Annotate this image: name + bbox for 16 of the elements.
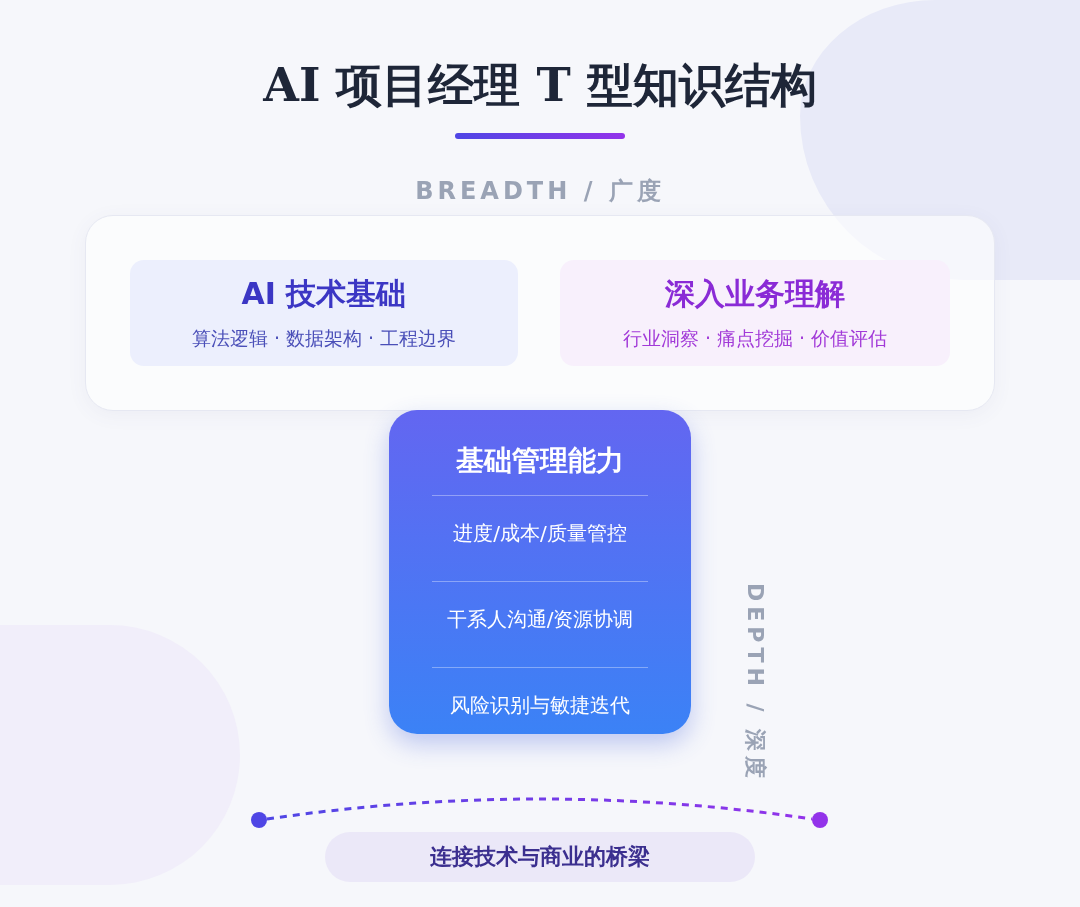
- card-heading: AI 技术基础: [240, 275, 408, 313]
- pillar-item: 风险识别与敏捷迭代: [449, 692, 631, 719]
- pillar-item: 进度/成本/质量管控: [452, 520, 628, 547]
- dashed-connector: [266, 797, 813, 821]
- card-heading: 深入业务理解: [664, 275, 846, 313]
- card-text: 算法逻辑 · 数据架构 · 工程边界: [190, 326, 458, 351]
- endpoint-dot: [812, 812, 828, 828]
- title: AI 项目经理 T 型知识结构: [262, 57, 818, 114]
- skill-pillar: [389, 410, 691, 734]
- section-heading: BREADTH / 广度: [414, 176, 666, 207]
- bridge-label: 连接技术与商业的桥梁: [325, 832, 755, 882]
- pillar-item: 干系人沟通/资源协调: [445, 606, 635, 633]
- card-text: 行业洞察 · 痛点挖掘 · 价值评估: [621, 326, 889, 351]
- pillar-heading: 基础管理能力: [455, 443, 625, 479]
- side-label: DEPTH / 深度: [742, 583, 768, 783]
- endpoint-dot: [251, 812, 267, 828]
